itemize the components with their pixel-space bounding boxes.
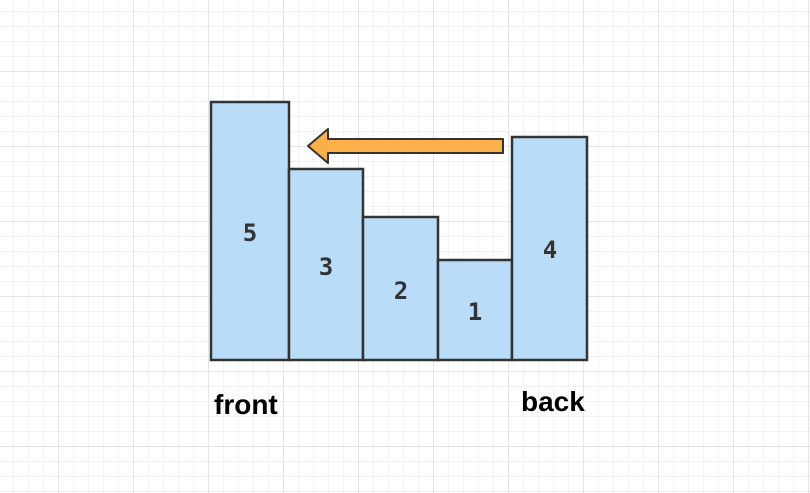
bar-3: 3 — [287, 167, 365, 362]
bar-4: 4 — [510, 135, 589, 362]
bar-5: 5 — [209, 100, 291, 362]
bar-4-rect — [510, 135, 589, 362]
back-label: back — [521, 386, 585, 417]
bar-3-rect — [287, 167, 365, 362]
bar-3-label: 3 — [319, 253, 333, 281]
bar-5-label: 5 — [243, 219, 257, 247]
bar-1-label: 1 — [468, 298, 482, 326]
bar-5-rect — [209, 100, 291, 362]
bar-1: 1 — [436, 258, 514, 362]
front-label: front — [214, 389, 278, 420]
left-arrow-icon — [307, 128, 504, 164]
bar-4-label: 4 — [543, 236, 557, 264]
bar-2-rect — [361, 215, 440, 362]
bar-2-label: 2 — [394, 277, 408, 305]
bar-2: 2 — [361, 215, 440, 362]
